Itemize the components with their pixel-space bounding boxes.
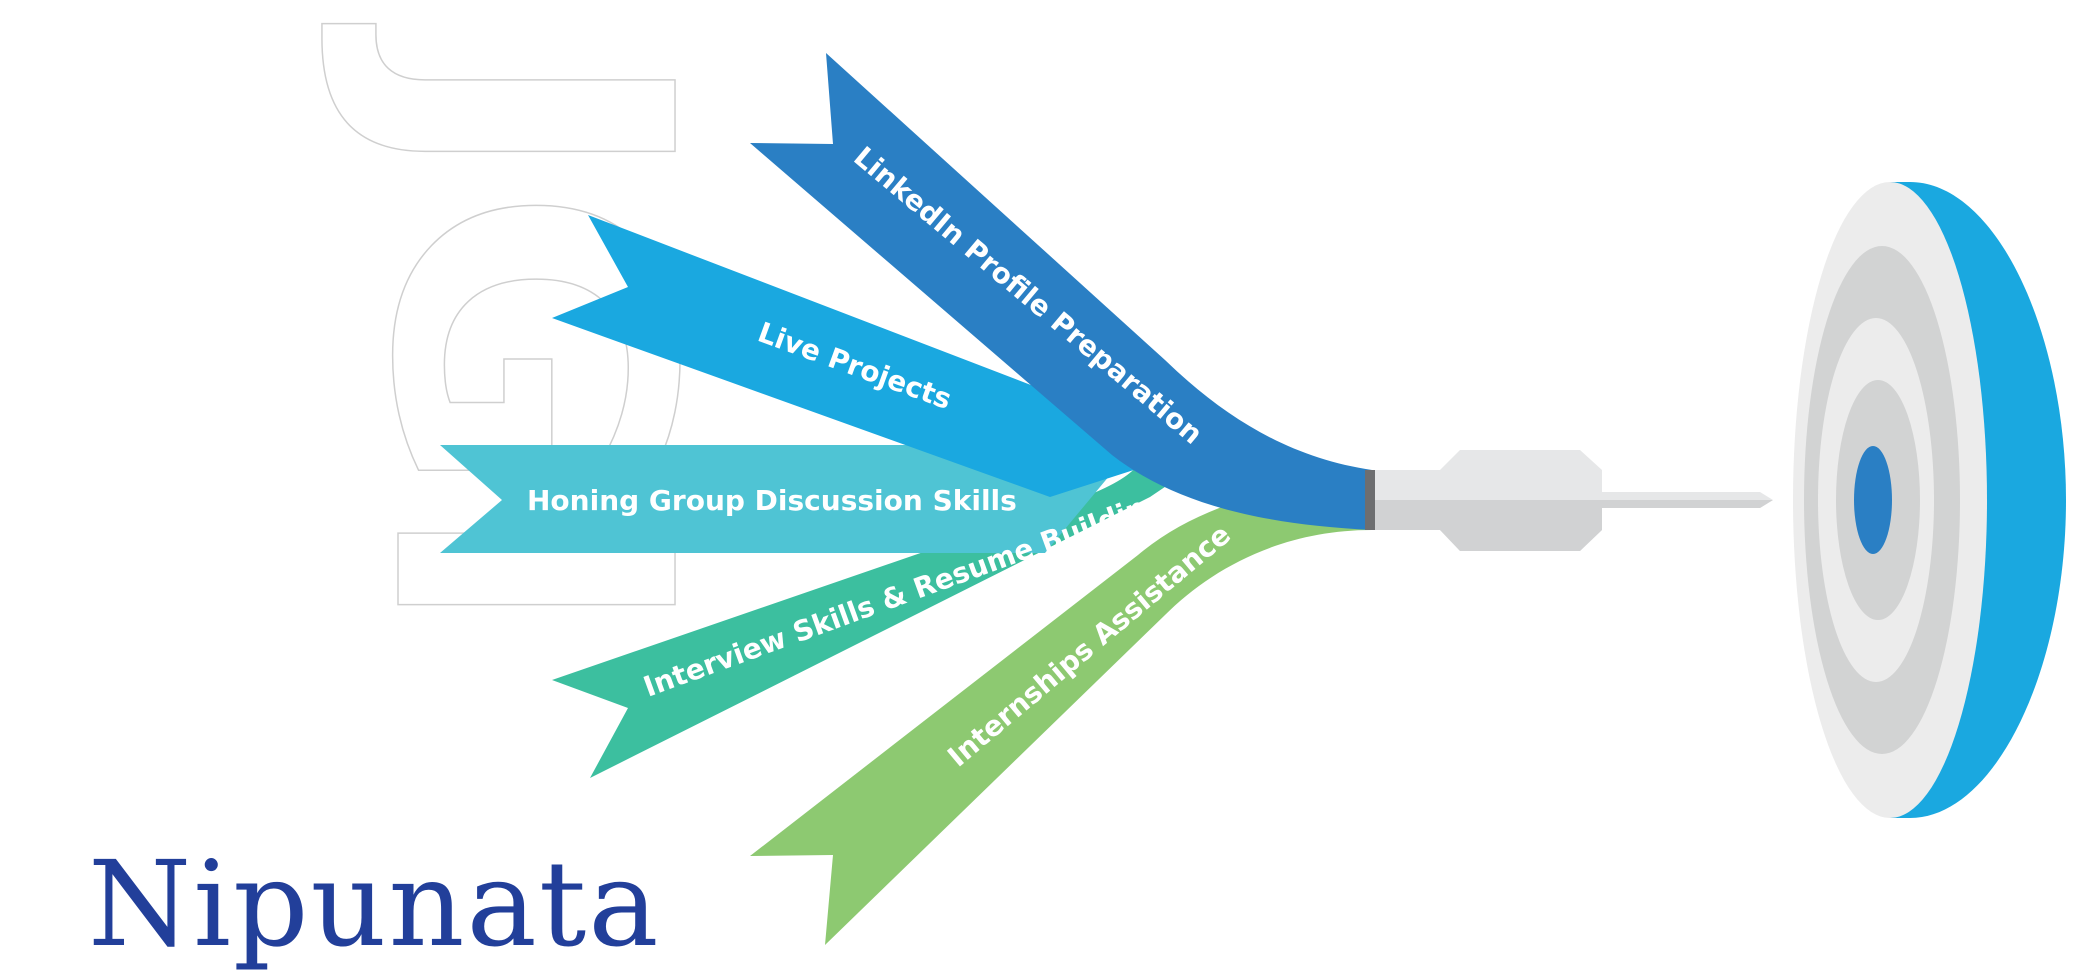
brand-name: Nipunata — [88, 835, 661, 973]
target-bullseye — [1854, 446, 1892, 554]
ribbon-linkedin — [750, 53, 1372, 530]
dart-band — [1365, 470, 1375, 530]
dart — [1365, 450, 1773, 551]
ribbon-live-projects — [552, 215, 1140, 497]
ribbon-internships-assistance — [750, 488, 1372, 945]
ribbon-group-discussion — [440, 445, 1135, 553]
target-board — [1793, 182, 2066, 818]
dart-needle-shade — [1602, 500, 1773, 508]
dart-grip-shade — [1440, 500, 1602, 551]
label-group-discussion: Honing Group Discussion Skills — [527, 484, 1017, 517]
